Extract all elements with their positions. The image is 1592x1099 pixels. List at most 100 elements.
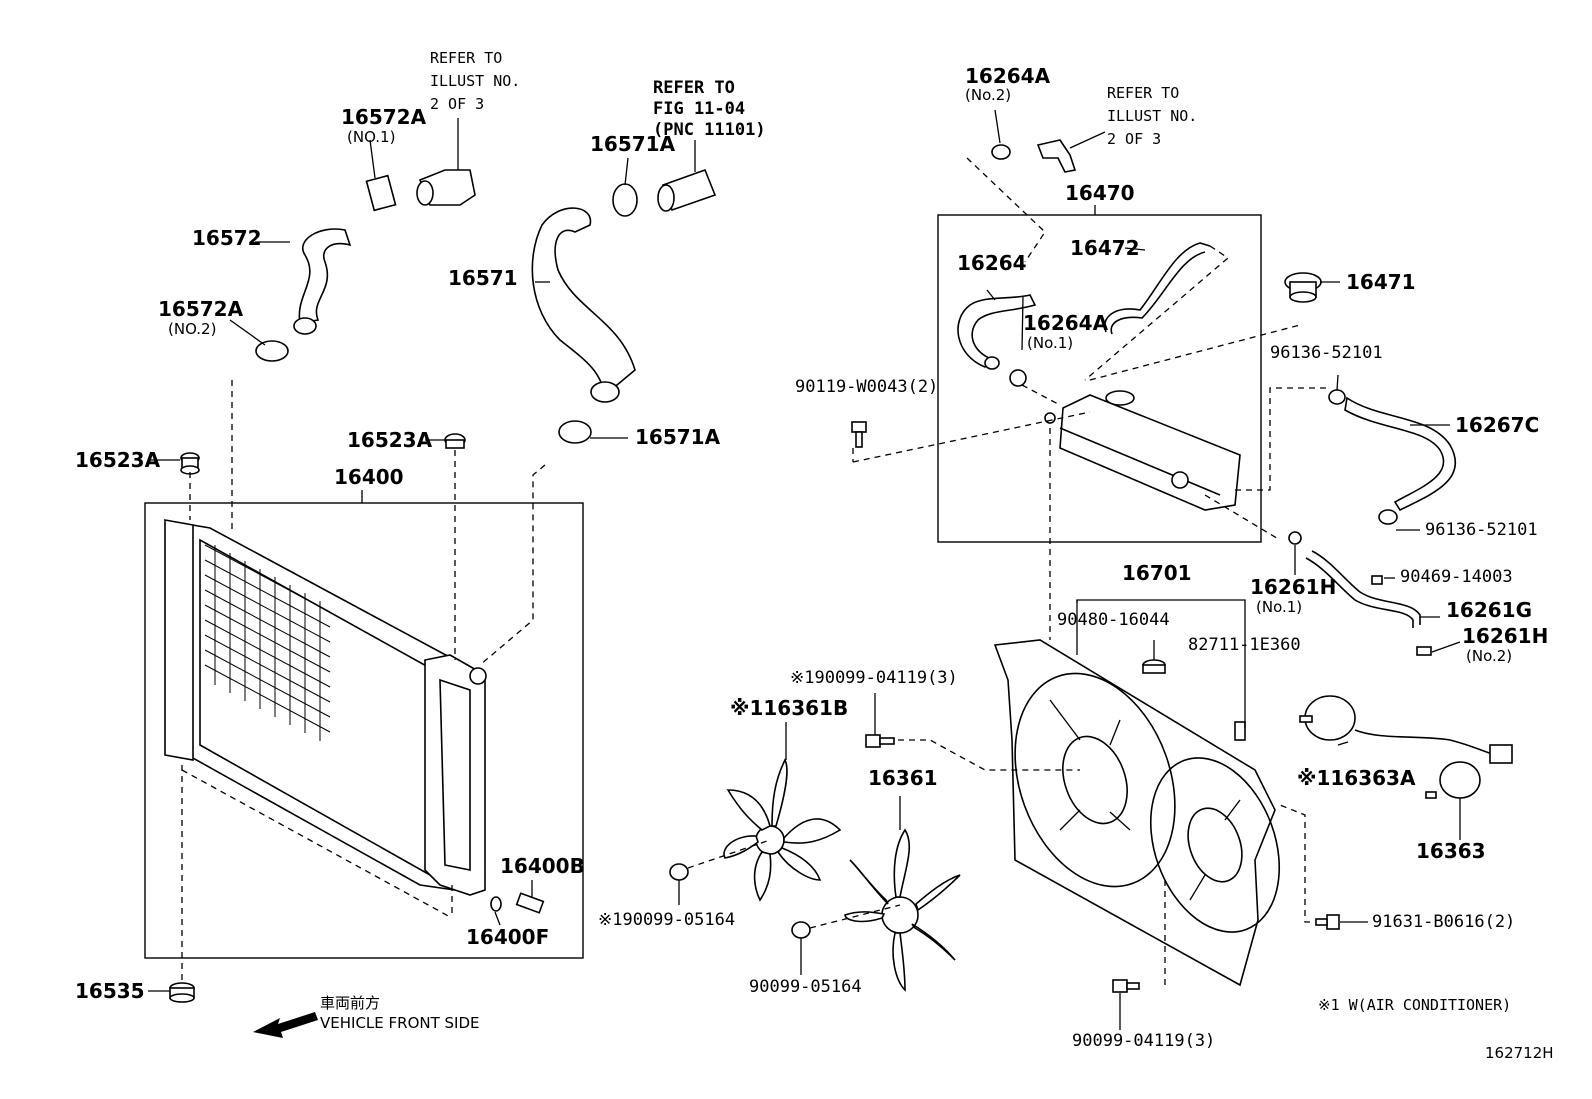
label-16571A-bot: 16571A <box>635 425 721 449</box>
label-16361B: ※116361B <box>730 696 848 720</box>
ref-thermostat-line3: 2 OF 3 <box>430 95 484 113</box>
label-16261G: 16261G <box>1446 598 1532 622</box>
label-16572A-2: 16572A <box>158 297 244 321</box>
clip-82711[interactable] <box>1234 721 1246 741</box>
label-16571A-top: 16571A <box>590 132 676 156</box>
label-16572A-2-sub: (NO.2) <box>168 320 216 338</box>
label-16571: 16571 <box>448 266 518 290</box>
label-16523A-mid: 16523A <box>347 428 433 452</box>
vehicle-front-jp: 車両前方 <box>320 994 380 1012</box>
label-90099-05164-left: ※190099-05164 <box>598 910 735 930</box>
label-16361: 16361 <box>868 766 938 790</box>
clip-90469[interactable] <box>1371 575 1383 585</box>
thermostat-housing[interactable] <box>416 118 476 206</box>
clamp-16572A-1[interactable] <box>365 174 397 212</box>
hose-16472[interactable] <box>1103 242 1211 335</box>
label-90480: 90480-16044 <box>1057 610 1170 630</box>
clamp-96136-bot[interactable] <box>1378 509 1398 525</box>
label-16267C: 16267C <box>1455 413 1539 437</box>
label-16261H-2: 16261H <box>1462 624 1548 648</box>
bolt-90119[interactable] <box>851 421 867 448</box>
label-16471: 16471 <box>1346 270 1416 294</box>
rubber-90480[interactable] <box>1142 659 1166 674</box>
label-16472: 16472 <box>1070 236 1140 260</box>
bolt-90099-04119-bot[interactable] <box>1112 979 1140 993</box>
fan-motor-16363A[interactable] <box>1299 695 1513 764</box>
clamp-16264A-1[interactable] <box>1009 369 1027 387</box>
label-16264A-2-sub: (No.2) <box>965 86 1011 104</box>
label-16572A-1: 16572A <box>341 105 427 129</box>
label-16400F: 16400F <box>466 925 549 949</box>
hose-16261G[interactable] <box>1305 550 1421 628</box>
label-16572A-1-sub: (NO.1) <box>347 128 395 146</box>
ref-fig-line2: FIG 11-04 <box>653 99 745 119</box>
fan-shroud-16701[interactable] <box>987 639 1302 987</box>
label-16261H-1: 16261H <box>1250 575 1336 599</box>
fan-16361[interactable] <box>844 828 961 992</box>
reservoir-tank-16470[interactable] <box>1044 390 1241 511</box>
clamp-16572A-2[interactable] <box>255 340 289 362</box>
label-16701: 16701 <box>1122 561 1192 585</box>
label-96136-bot: 96136-52101 <box>1425 520 1538 540</box>
ref-reservoir-line3: 2 OF 3 <box>1107 130 1161 148</box>
label-16264A-1: 16264A <box>1023 311 1109 335</box>
plug-16535[interactable] <box>169 982 195 1003</box>
clamp-96136-top[interactable] <box>1328 389 1346 405</box>
drain-16400B[interactable] <box>490 892 545 914</box>
label-16470: 16470 <box>1065 181 1135 205</box>
ref-thermostat-line2: ILLUST NO. <box>430 72 520 90</box>
ref-thermostat-line1: REFER TO <box>430 49 502 67</box>
ref-fig-line1: REFER TO <box>653 78 735 98</box>
hose-16572[interactable] <box>293 228 352 335</box>
label-16261H-1-sub: (No.1) <box>1256 598 1302 616</box>
vehicle-front-en: VEHICLE FRONT SIDE <box>320 1014 480 1032</box>
label-16400B: 16400B <box>500 854 585 878</box>
assembly-lines-left <box>181 380 546 985</box>
radiator-group-frame <box>144 502 584 959</box>
label-90469: 90469-14003 <box>1400 567 1513 587</box>
label-16264: 16264 <box>957 251 1027 275</box>
label-16363A: ※116363A <box>1297 766 1416 790</box>
label-91631: 91631-B0616(2) <box>1372 912 1515 932</box>
note-air-conditioner: ※1 W(AIR CONDITIONER) <box>1318 996 1511 1014</box>
label-16264A-1-sub: (No.1) <box>1027 334 1073 352</box>
clamp-16571A-top[interactable] <box>612 183 638 217</box>
fan-16361B[interactable] <box>723 758 842 902</box>
bolt-90099-04119-top[interactable] <box>865 734 895 748</box>
label-90099-04119-bot: 90099-04119(3) <box>1072 1031 1215 1051</box>
label-90119: 90119-W0043(2) <box>795 377 938 397</box>
label-16523A-left: 16523A <box>75 448 161 472</box>
ref-reservoir-line2: ILLUST NO. <box>1107 107 1197 125</box>
label-16400: 16400 <box>334 465 404 489</box>
assembly-lines-fan <box>687 739 1310 985</box>
cap-16523A-left[interactable] <box>180 452 200 475</box>
clamp-16264A-2[interactable] <box>991 144 1011 160</box>
leaders-reservoir <box>986 109 1461 653</box>
label-16363: 16363 <box>1416 839 1486 863</box>
label-16261H-2-sub: (No.2) <box>1466 647 1512 665</box>
text-labels: REFER TO ILLUST NO. 2 OF 3 REFER TO FIG … <box>75 49 1554 1062</box>
hose-16264[interactable] <box>957 294 1037 370</box>
clip-16261H-1[interactable] <box>1288 531 1302 545</box>
label-16264A-2: 16264A <box>965 64 1051 88</box>
cap-16523A-mid[interactable] <box>444 433 466 449</box>
label-16535: 16535 <box>75 979 145 1003</box>
clip-16261H-2[interactable] <box>1416 646 1432 656</box>
radiator-16400[interactable] <box>164 519 487 896</box>
leaders-fan <box>678 599 1461 1030</box>
label-96136-top: 96136-52101 <box>1270 343 1383 363</box>
hose-16267C[interactable] <box>1344 396 1457 512</box>
label-16572: 16572 <box>192 226 262 250</box>
nut-90099-05164[interactable] <box>791 921 811 939</box>
vehicle-front-arrow-icon <box>253 1012 318 1038</box>
bolt-91631[interactable] <box>1315 914 1340 930</box>
clamp-16571A-bot[interactable] <box>558 420 592 444</box>
nut-90099-05164-left[interactable] <box>669 863 689 881</box>
ref-reservoir-line1: REFER TO <box>1107 84 1179 102</box>
pipe-fig-11-04[interactable] <box>657 140 717 212</box>
hose-16571[interactable] <box>531 207 636 403</box>
label-90099-05164: 90099-05164 <box>749 977 862 997</box>
reservoir-elbow[interactable] <box>1036 131 1106 173</box>
reservoir-cap-16471[interactable] <box>1284 272 1322 303</box>
fan-motor-16363[interactable] <box>1425 761 1481 799</box>
